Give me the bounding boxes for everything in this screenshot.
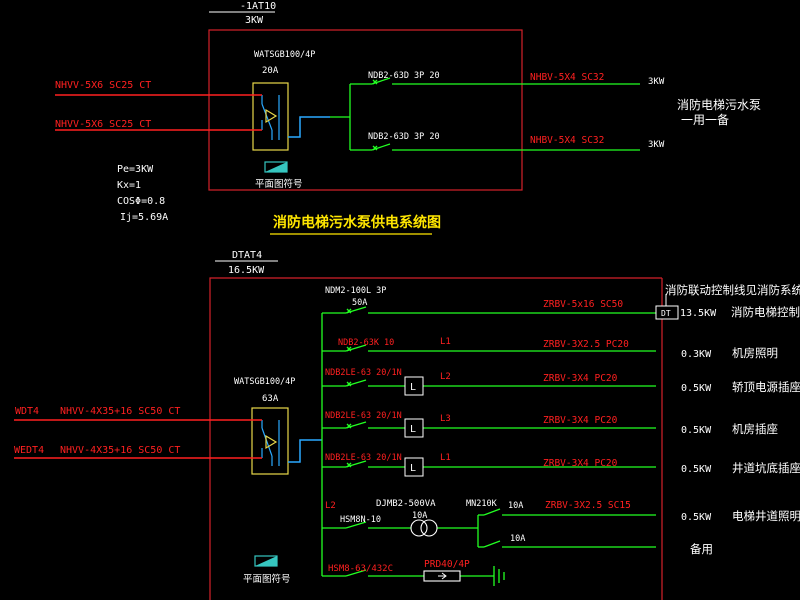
outgoing-cable-1b: NHBV-5X4 SC32	[530, 135, 604, 146]
branch-load-2: 轿顶电源插座	[732, 380, 800, 394]
branch-breaker-3: NDB2LE-63 20/1N	[325, 411, 402, 421]
transformer-icon	[410, 519, 438, 537]
param-kx: Kx=1	[117, 180, 141, 191]
svg-text:L: L	[410, 463, 416, 474]
branch-lines	[322, 306, 656, 586]
branch-load-0: 消防电梯控制柜	[731, 305, 800, 319]
panel-frame-1	[208, 29, 523, 191]
branch-breaker-1: NDB2-63K 10	[338, 338, 394, 348]
svg-text:DT: DT	[661, 309, 671, 318]
branch-power-3: 0.5KW	[681, 425, 712, 436]
incoming-cable-2a: NHVV-4X35+16 SC50 CT	[60, 406, 180, 417]
branch-load-4: 井道坑底插座	[732, 461, 800, 475]
incoming-cable-2b: NHVV-4X35+16 SC50 CT	[60, 445, 180, 456]
branch-cable-0: ZRBV-5x16 SC50	[543, 299, 623, 310]
branch-cable-2: ZRBV-3X4 PC20	[543, 373, 618, 384]
branch-power-1: 0.3KW	[681, 349, 712, 360]
ats-rating-1: 20A	[262, 66, 279, 76]
lighting-power: 0.5KW	[681, 512, 712, 523]
spd-icon	[423, 570, 461, 582]
spd-breaker: HSM8-63/432C	[328, 564, 393, 574]
branch-breaker-2: NDB2LE-63 20/1N	[325, 368, 402, 378]
ats-model-1: WATSGB100/4P	[254, 50, 315, 60]
panel-id-2: DTAT4	[232, 250, 262, 261]
svg-text:L: L	[410, 424, 416, 435]
ats-rating-2: 63A	[262, 394, 279, 404]
param-cos: COSΦ=0.8	[117, 196, 165, 207]
mn-out-1: 10A	[508, 501, 523, 511]
dt-box: DT	[655, 305, 679, 320]
branch-load-1: 机房照明	[732, 346, 778, 360]
transformer-breaker: HSM8N-10	[340, 515, 381, 525]
incoming-cable-1b: NHVV-5X6 SC25 CT	[55, 119, 151, 130]
bus-link-1	[288, 116, 330, 138]
branch-power-2: 0.5KW	[681, 383, 712, 394]
l-box-2: L	[404, 376, 424, 396]
ats-switch-symbol-2	[261, 420, 280, 466]
branch-phase-4: L1	[440, 453, 451, 463]
bus-link-2	[288, 439, 322, 463]
spare-label: 备用	[690, 542, 713, 556]
diagram-1: -1AT10 3KW WATSGB100/4P 20A NHVV-5X6 SC2…	[55, 1, 761, 235]
l-box-4: L	[404, 457, 424, 477]
transformer-rating: 10A	[412, 511, 427, 521]
branch-phase-1: L1	[440, 337, 451, 347]
main-breaker: NDM2-100L 3P	[325, 286, 386, 296]
mn-breaker: MN210K	[466, 499, 498, 509]
incoming-id-2a: WDT4	[15, 406, 39, 417]
breaker-1a: NDB2-63D 3P 20	[368, 71, 440, 81]
transformer-phase: L2	[325, 501, 336, 511]
power-1b: 3KW	[648, 140, 665, 150]
panel-frame-2	[209, 277, 662, 600]
ats-box-2	[251, 407, 289, 475]
lighting-load: 电梯井道照明	[732, 509, 800, 523]
branch-phase-2: L2	[440, 372, 451, 382]
green-bus-1	[330, 77, 640, 151]
breaker-1b: NDB2-63D 3P 20	[368, 132, 440, 142]
main-breaker-rating: 50A	[352, 298, 367, 308]
panel-power-1: 3KW	[245, 15, 264, 26]
load-name-1: 消防电梯污水泵	[677, 97, 761, 112]
param-ij: Ij=5.69A	[120, 212, 168, 223]
branch-cable-4: ZRBV-3X4 PC20	[543, 458, 618, 469]
plan-symbol-icon-2	[254, 555, 278, 567]
incoming-cable-1a: NHVV-5X6 SC25 CT	[55, 80, 151, 91]
diagram-2: DTAT4 16.5KW WATSGB100/4P 63A WDT4 NHVV-…	[14, 250, 800, 600]
branch-power-4: 0.5KW	[681, 464, 712, 475]
branch-phase-3: L3	[440, 414, 451, 424]
ats-model-2: WATSGB100/4P	[234, 377, 295, 387]
svg-text:L: L	[410, 382, 416, 393]
diagram-title-1: 消防电梯污水泵供电系统图	[273, 214, 441, 231]
outgoing-cable-1a: NHBV-5X4 SC32	[530, 72, 604, 83]
param-pe: Pe=3KW	[117, 164, 154, 175]
power-1a: 3KW	[648, 77, 665, 87]
transformer-model: DJMB2-500VA	[376, 499, 436, 509]
lighting-cable: ZRBV-3X2.5 SC15	[545, 500, 631, 511]
plan-symbol-label-2: 平面图符号	[243, 573, 291, 585]
branch-power-0: 13.5KW	[680, 308, 717, 319]
fire-link-note: 消防联动控制线见消防系统	[665, 283, 800, 297]
ats-switch-symbol-1	[261, 95, 280, 140]
ats-box-1	[252, 82, 289, 151]
plan-symbol-label-1: 平面图符号	[255, 178, 303, 190]
plan-symbol-icon-1	[264, 161, 288, 173]
branch-cable-1: ZRBV-3X2.5 PC20	[543, 339, 629, 350]
load-note-1: 一用一备	[681, 113, 729, 127]
spd-model: PRD40/4P	[424, 559, 470, 570]
panel-id-1: -1AT10	[240, 1, 276, 12]
panel-power-2: 16.5KW	[228, 265, 265, 276]
mn-out-2: 10A	[510, 534, 525, 544]
branch-breaker-4: NDB2LE-63 20/1N	[325, 453, 402, 463]
incoming-id-2b: WEDT4	[14, 445, 44, 456]
branch-load-3: 机房插座	[732, 422, 778, 436]
branch-cable-3: ZRBV-3X4 PC20	[543, 415, 618, 426]
l-box-3: L	[404, 418, 424, 438]
